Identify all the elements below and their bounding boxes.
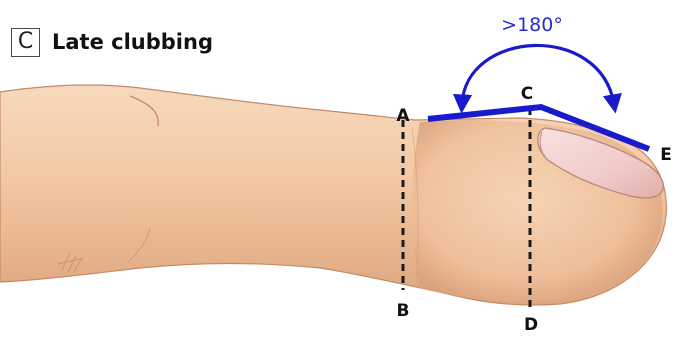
angle-label: >180° bbox=[501, 14, 563, 36]
angle-arc-arrow bbox=[462, 45, 614, 104]
panel-letter: C bbox=[18, 29, 33, 54]
point-label-b: B bbox=[397, 301, 410, 321]
fingertip-pad bbox=[413, 120, 663, 303]
point-label-c: C bbox=[521, 84, 533, 104]
panel-title: Late clubbing bbox=[52, 28, 213, 57]
point-label-d: D bbox=[524, 315, 538, 335]
point-label-a: A bbox=[396, 106, 410, 126]
panel-letter-box: C bbox=[11, 28, 40, 57]
point-label-e: E bbox=[660, 145, 672, 165]
